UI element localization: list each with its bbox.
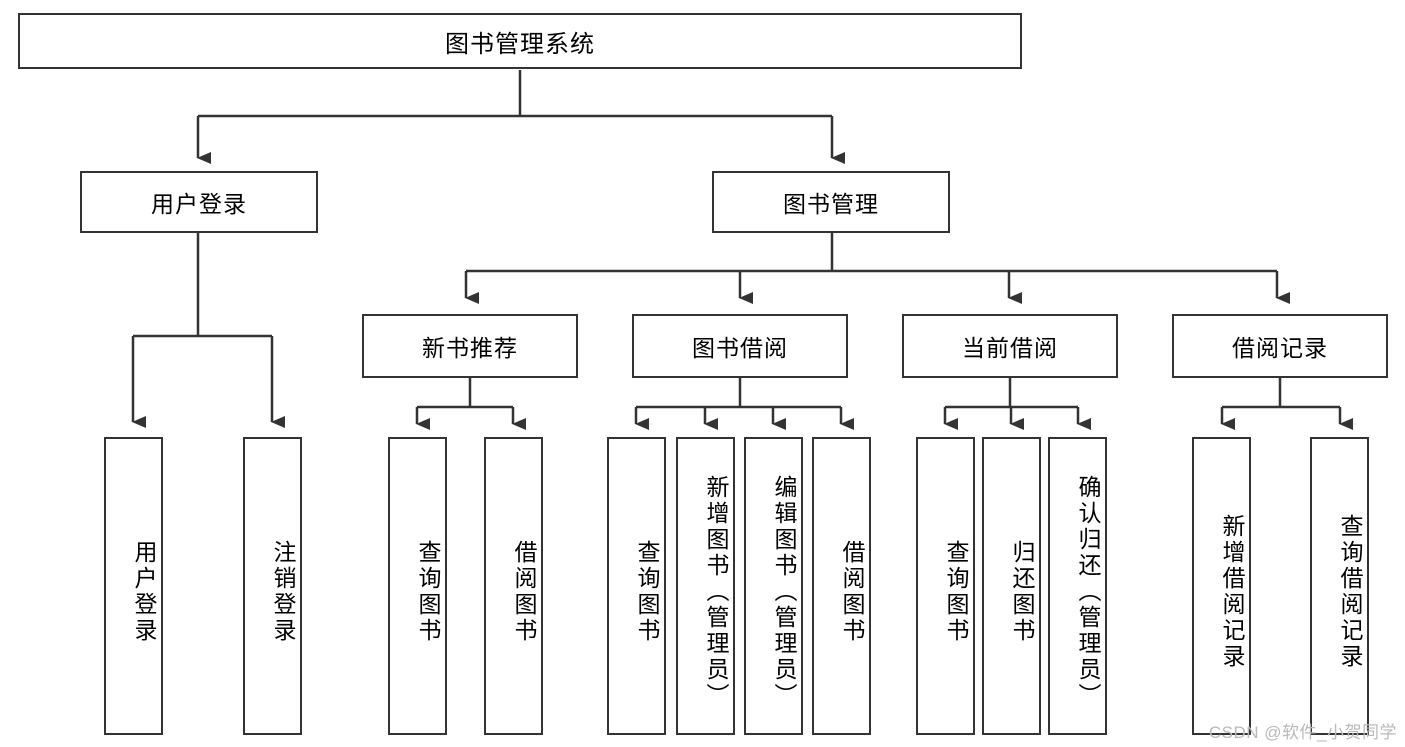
- node-label: 图书管理系统: [445, 30, 595, 58]
- leaf-user-login-login[interactable]: 用户登录: [104, 437, 163, 735]
- node-new-book-recommend[interactable]: 新书推荐: [362, 314, 578, 378]
- node-borrow-record[interactable]: 借阅记录: [1172, 314, 1388, 378]
- leaf-borrow-record-add-record[interactable]: 新增借阅记录: [1192, 437, 1251, 735]
- leaf-book-borrow-borrow-book[interactable]: 借阅图书: [812, 437, 871, 735]
- node-label: 用户登录: [131, 540, 157, 644]
- node-book-borrow[interactable]: 图书借阅: [632, 314, 848, 378]
- node-root-book-management-system[interactable]: 图书管理系统: [18, 13, 1022, 69]
- node-label: 查询图书: [415, 540, 441, 644]
- leaf-current-borrow-confirm-return-admin[interactable]: 确认归还（管理员）: [1048, 437, 1107, 735]
- node-current-borrow[interactable]: 当前借阅: [902, 314, 1118, 378]
- node-label: 注销登录: [270, 540, 296, 644]
- leaf-new-book-query-book[interactable]: 查询图书: [388, 437, 447, 735]
- node-label: 新书推荐: [422, 335, 518, 361]
- leaf-current-borrow-query-book[interactable]: 查询图书: [916, 437, 975, 735]
- leaf-current-borrow-return-book[interactable]: 归还图书: [982, 437, 1041, 735]
- node-book-management[interactable]: 图书管理: [712, 171, 950, 233]
- node-label: 归还图书: [1009, 540, 1035, 644]
- node-label: 当前借阅: [962, 335, 1058, 361]
- watermark-text: CSDN @软件_小贺同学: [1208, 723, 1397, 742]
- node-label: 查询图书: [634, 540, 660, 644]
- leaf-book-borrow-add-book-admin[interactable]: 新增图书（管理员）: [676, 437, 735, 735]
- node-label: 查询借阅记录: [1337, 514, 1363, 670]
- leaf-user-login-logout[interactable]: 注销登录: [243, 437, 302, 735]
- node-user-login[interactable]: 用户登录: [80, 171, 318, 233]
- node-label: 编辑图书（管理员）: [771, 475, 797, 709]
- leaf-new-book-borrow-book[interactable]: 借阅图书: [484, 437, 543, 735]
- node-label: 借阅图书: [511, 540, 537, 644]
- node-label: 图书管理: [783, 191, 879, 217]
- node-label: 新增图书（管理员）: [703, 475, 729, 709]
- node-label: 用户登录: [151, 191, 247, 217]
- node-label: 图书借阅: [692, 335, 788, 361]
- node-label: 查询图书: [943, 540, 969, 644]
- leaf-book-borrow-edit-book-admin[interactable]: 编辑图书（管理员）: [744, 437, 803, 735]
- node-label: 借阅记录: [1232, 335, 1328, 361]
- node-label: 确认归还（管理员）: [1075, 475, 1101, 709]
- leaf-borrow-record-query-record[interactable]: 查询借阅记录: [1310, 437, 1369, 735]
- node-label: 借阅图书: [839, 540, 865, 644]
- leaf-book-borrow-query-book[interactable]: 查询图书: [607, 437, 666, 735]
- node-label: 新增借阅记录: [1219, 514, 1245, 670]
